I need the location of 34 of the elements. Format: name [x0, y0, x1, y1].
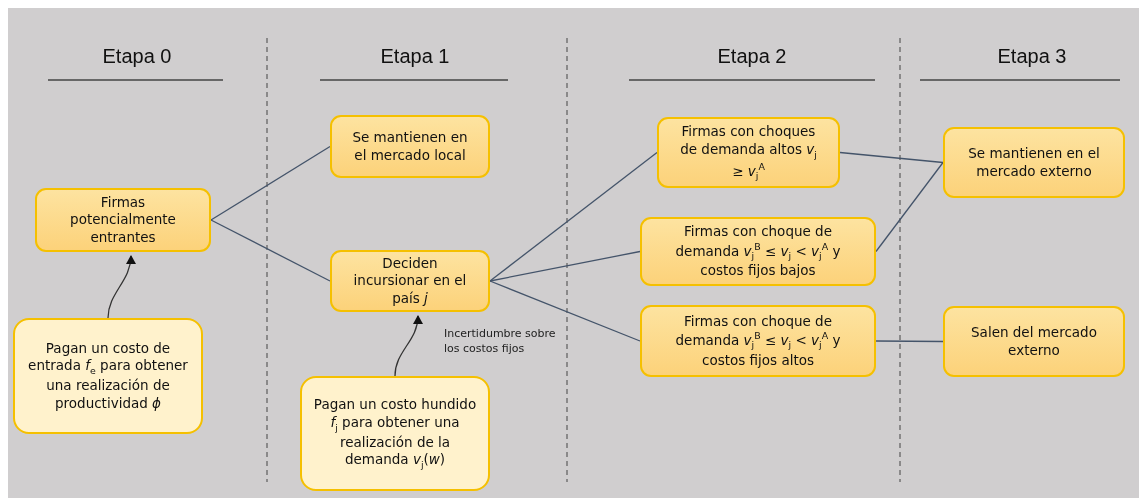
node-text: Firmas con choque de demanda v$_{j}$$^{B}$ ≤ v$_{j}$ < v$_{j}$$^{A}$ y costos fijos altos: [674, 312, 842, 370]
stage-heading: Etapa 2: [716, 45, 788, 68]
connector-line: [875, 161, 944, 253]
annotation-text: Incertidumbre sobre los costos fijos: [444, 327, 557, 357]
node-text: Se mantienen en el mercado externo: [967, 144, 1101, 181]
node-text: Salen del mercado externo: [970, 323, 1098, 360]
process-box: [657, 117, 840, 188]
process-box: [640, 217, 876, 286]
node-text: Pagan un costo de entrada f$_{e}$ para obtener una realización de productividad ϕ: [27, 339, 189, 413]
connector-line: [210, 219, 331, 282]
connector-line: [489, 250, 641, 282]
node-text: Deciden incursionar en el país j: [352, 254, 468, 308]
process-box: [943, 127, 1125, 198]
stage-heading: Etapa 0: [101, 45, 173, 68]
connector-line: [210, 145, 331, 221]
process-box: [943, 306, 1125, 377]
node-text: Se mantienen en el mercado local: [351, 128, 469, 165]
process-box: [640, 305, 876, 377]
arrow: [394, 315, 423, 377]
node-text: Firmas con choque de demanda v$_{j}$$^{B}$ ≤ v$_{j}$ < v$_{j}$$^{A}$ y costos fijos bajos: [674, 223, 842, 280]
note-box: [13, 318, 203, 434]
node-text: Firmas potencialmente entrantes: [69, 193, 177, 247]
process-box: [330, 250, 490, 312]
arrow: [107, 255, 136, 319]
connector-line: [489, 151, 658, 282]
stage-heading: Etapa 1: [379, 45, 451, 68]
connector-line: [875, 340, 944, 343]
process-box: [330, 115, 490, 178]
node-text: Pagan un costo hundido f$_{j}$ para obtener una realización de la demanda v$_{j}$(w): [312, 396, 478, 471]
stage-heading: Etapa 3: [996, 45, 1068, 68]
connector-line: [839, 151, 944, 164]
connector-line: [489, 280, 641, 342]
note-box: [300, 376, 490, 491]
process-box: [35, 188, 211, 252]
